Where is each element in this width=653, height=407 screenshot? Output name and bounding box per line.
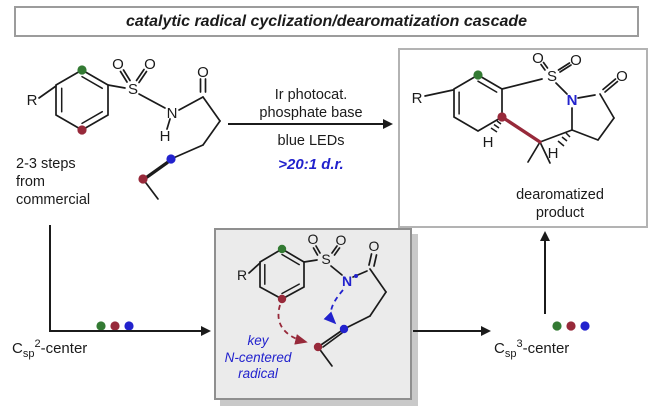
scheme-title: catalytic radical cyclization/dearomatiz…: [125, 12, 528, 30]
radical-arrow-blue: [323, 289, 344, 325]
intermediate-green-dot: [277, 244, 287, 254]
product-carbonyl-oxygen-label: O: [616, 68, 628, 85]
intermediate-caption-line2: N-centered: [224, 349, 292, 365]
product-h-aryl-label: H: [483, 134, 494, 151]
sp3-dot-green: [552, 321, 562, 331]
sp3-legend-suffix: -center: [522, 340, 570, 357]
product-structure: R S O O N O H H: [412, 50, 628, 164]
intermediate-red-dot-alkene: [313, 342, 323, 352]
substrate-note-line2: from: [16, 174, 45, 190]
sp2-legend-c: C: [12, 340, 23, 357]
sp2-dot-green: [96, 321, 106, 331]
product-caption: dearomatized product: [460, 186, 653, 222]
product-caption-line2: product: [535, 205, 585, 221]
sp3-legend-sup: 3: [516, 338, 523, 350]
selectivity-dr: >20:1 d.r.: [278, 156, 344, 173]
intermediate-red-dot-arene: [277, 294, 287, 304]
reaction-conditions: Ir photocat. phosphate base blue LEDs >2…: [225, 85, 397, 185]
product-nitrogen-label: N: [567, 92, 578, 109]
intermediate-sulfur-label: S: [321, 251, 330, 267]
sp2-dot-blue: [124, 321, 134, 331]
product-caption-line1: dearomatized: [516, 187, 604, 203]
substrate-red-dot-arene: [77, 125, 87, 135]
product-oxygen-right-label: O: [570, 52, 582, 69]
intermediate-carbonyl-oxygen-label: O: [369, 238, 380, 254]
intermediate-bonds: [248, 245, 387, 367]
sp3-legend-sub: sp: [504, 348, 517, 360]
radical-arrow-red: [277, 304, 308, 345]
product-red-dot: [497, 112, 507, 122]
sp3-dot-blue: [580, 321, 590, 331]
intermediate-box: R S O O N O key N-centered radical: [214, 228, 412, 400]
sp3-legend-dots: [552, 321, 590, 331]
benzene-ring: [55, 69, 109, 131]
gem-methyl-bond-1: [527, 141, 541, 163]
condition-light: blue LEDs: [277, 133, 345, 149]
intermediate-caption: key N-centered radical: [216, 333, 300, 383]
intermediate-oxygen-left-label: O: [308, 231, 319, 247]
sp3-legend: Csp3-center: [494, 338, 569, 360]
intermediate-structure: R S O O N O: [237, 231, 387, 367]
substrate-green-dot: [77, 65, 87, 75]
product-r-label: R: [412, 90, 423, 107]
condition-base: phosphate base: [259, 105, 363, 121]
product-h-ring-label: H: [548, 145, 559, 162]
product-box: R S O O N O H H dearomatized product: [398, 48, 648, 228]
substrate-oxygen-right-label: O: [144, 56, 156, 73]
sp3-legend-c: C: [494, 340, 505, 357]
product-bonds: [424, 61, 619, 164]
product-green-dot: [473, 70, 483, 80]
alkene-double-bond: [142, 158, 172, 180]
intermediate-blue-dot-alkene: [339, 324, 349, 334]
substrate-note-line3: commercial: [16, 192, 91, 208]
sp2-legend-suffix: -center: [40, 340, 88, 357]
substrate-nitrogen-label: N: [167, 105, 178, 122]
intermediate-nitrogen-label: N: [342, 273, 352, 289]
substrate-structure: R S O O N H O: [27, 56, 221, 200]
sp2-legend: Csp2-center: [12, 338, 87, 360]
sp3-dot-red: [566, 321, 576, 331]
intermediate-to-sp3-arrow: [413, 326, 491, 336]
intermediate-benzene-ring: [259, 248, 305, 300]
scheme-title-box: catalytic radical cyclization/dearomatiz…: [14, 6, 639, 37]
intermediate-r-label: R: [237, 267, 247, 283]
substrate-note-line1: 2-3 steps: [16, 156, 76, 172]
substrate-nh-label: H: [160, 128, 171, 145]
intermediate-oxygen-right-label: O: [336, 232, 347, 248]
sp2-legend-sub: sp: [22, 348, 35, 360]
to-product-arrow: [540, 231, 550, 314]
substrate-carbonyl-oxygen-label: O: [197, 64, 209, 81]
substrate-red-dot-alkene: [138, 174, 148, 184]
substrate-oxygen-left-label: O: [112, 56, 124, 73]
product-sulfur-label: S: [547, 68, 557, 85]
sp2-dot-red: [110, 321, 120, 331]
product-oxygen-left-label: O: [532, 50, 544, 67]
cyclohexadiene-ring: [453, 74, 503, 132]
new-cc-bond: [500, 115, 542, 144]
substrate-bonds: [38, 68, 221, 200]
stereo-hash-bonds: [490, 120, 571, 147]
intermediate-caption-line3: radical: [238, 366, 278, 381]
substrate-blue-dot-alkene: [166, 154, 176, 164]
substrate-note: 2-3 steps from commercial: [16, 155, 90, 209]
substrate-r-label: R: [27, 92, 38, 109]
sp2-legend-sup: 2: [34, 338, 41, 350]
substrate-sulfur-label: S: [128, 81, 138, 98]
nitrogen-radical-dot: [354, 274, 358, 278]
sp2-legend-dots: [96, 321, 134, 331]
gem-methyl-bond-2: [539, 141, 551, 164]
intermediate-caption-line1: key: [247, 333, 269, 348]
condition-photocatalyst: Ir photocat.: [274, 87, 348, 103]
